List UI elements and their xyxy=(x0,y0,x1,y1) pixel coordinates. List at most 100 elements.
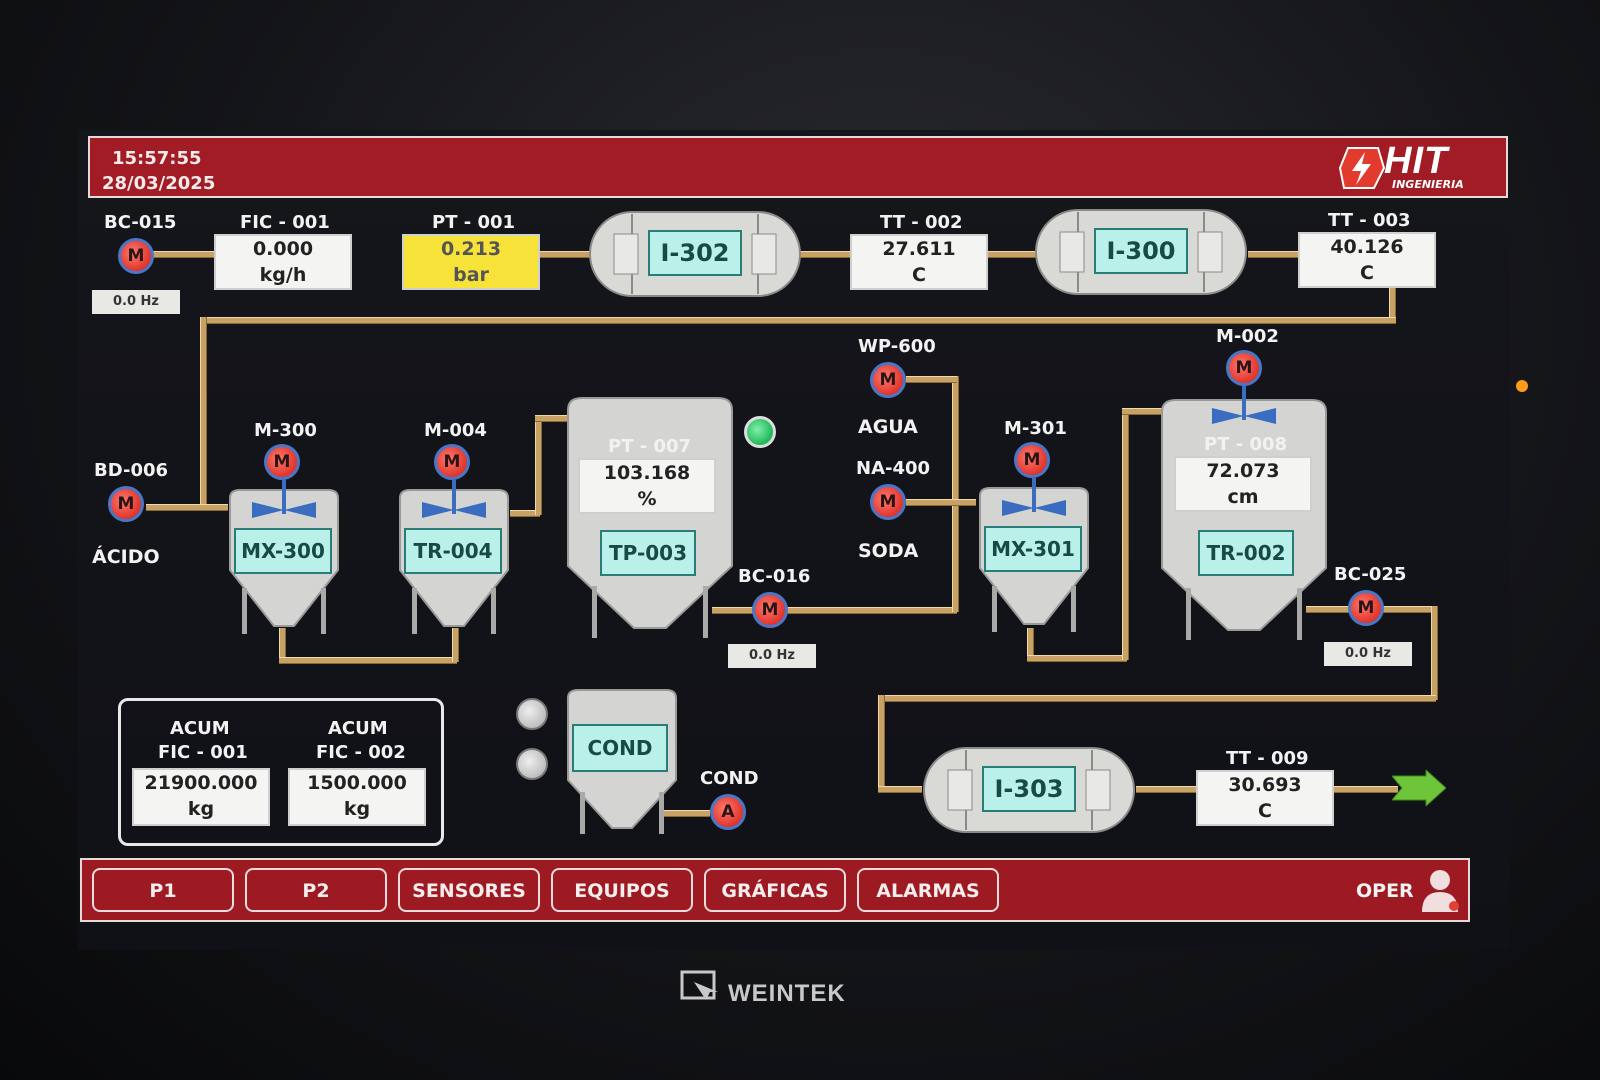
pipe xyxy=(200,317,207,509)
i300-tag[interactable]: I-300 xyxy=(1094,228,1188,274)
nav-button-sensores[interactable]: SENSORES xyxy=(398,868,540,912)
pipe xyxy=(200,317,1396,324)
pt007-display[interactable]: 103.168 % xyxy=(578,458,716,514)
weintek-logo-icon xyxy=(680,970,718,1000)
wp600-motor-icon[interactable]: M xyxy=(870,362,906,398)
tt003-value: 40.126 xyxy=(1330,236,1404,258)
na400-motor-icon[interactable]: M xyxy=(870,484,906,520)
tr002-tag[interactable]: TR-002 xyxy=(1198,530,1294,576)
user-role-label[interactable]: OPER xyxy=(1356,880,1414,902)
pt001-label: PT - 001 xyxy=(432,212,516,233)
pt001-display[interactable]: 0.213 bar xyxy=(402,234,540,290)
tt003-unit: C xyxy=(1360,262,1374,284)
bc025-frequency: 0.0 Hz xyxy=(1324,642,1412,666)
acum1-display[interactable]: 21900.000 kg xyxy=(132,768,270,826)
fic001-value: 0.000 xyxy=(252,238,314,260)
indicator-light-off xyxy=(516,698,548,730)
pipe xyxy=(279,628,286,662)
nav-button-p2[interactable]: P2 xyxy=(245,868,387,912)
user-icon[interactable] xyxy=(1418,866,1462,914)
mx300-tag[interactable]: MX-300 xyxy=(234,528,332,574)
nav-button-p1[interactable]: P1 xyxy=(92,868,234,912)
m301-motor-icon[interactable]: M xyxy=(1014,442,1050,478)
mx301-tag[interactable]: MX-301 xyxy=(984,526,1082,572)
bd006-label: BD-006 xyxy=(94,460,169,481)
m002-label: M-002 xyxy=(1216,326,1279,347)
pt008-display[interactable]: 72.073 cm xyxy=(1174,456,1312,512)
bc015-frequency: 0.0 Hz xyxy=(92,290,180,314)
cond-label: COND xyxy=(700,768,759,789)
pipe xyxy=(1027,655,1127,662)
tt009-display[interactable]: 30.693 C xyxy=(1196,770,1334,826)
mx300-agitator-icon xyxy=(252,480,316,518)
tt003-label: TT - 003 xyxy=(1328,210,1411,231)
tr004-agitator-icon xyxy=(422,480,486,518)
pipe xyxy=(1389,288,1396,322)
header-bar: 15:57:55 28/03/2025 HIT INGENIERIA xyxy=(88,136,1508,198)
acum1-unit: kg xyxy=(187,798,215,820)
pipe xyxy=(1136,786,1198,793)
bc016-motor-icon[interactable]: M xyxy=(752,592,788,628)
indicator-light-off xyxy=(516,748,548,780)
cond-tag[interactable]: COND xyxy=(572,724,668,772)
acum1-label: ACUM xyxy=(170,718,230,739)
pipe xyxy=(540,251,590,258)
m004-label: M-004 xyxy=(424,420,487,441)
na400-label: NA-400 xyxy=(856,458,931,479)
pipe xyxy=(660,810,710,817)
bc016-label: BC-016 xyxy=(738,566,811,587)
i302-tag[interactable]: I-302 xyxy=(648,230,742,276)
acum2-unit: kg xyxy=(343,798,371,820)
pipe xyxy=(906,376,957,383)
pipe xyxy=(1122,408,1164,415)
pt001-value: 0.213 xyxy=(440,238,502,260)
tt002-label: TT - 002 xyxy=(880,212,963,233)
i303-tag[interactable]: I-303 xyxy=(982,766,1076,812)
tr004-tag[interactable]: TR-004 xyxy=(404,528,502,574)
m004-motor-icon[interactable]: M xyxy=(434,444,470,480)
pipe xyxy=(535,415,542,515)
tp003-tank-icon xyxy=(567,397,733,638)
tt002-display[interactable]: 27.611 C xyxy=(850,234,988,290)
nav-button-equipos[interactable]: EQUIPOS xyxy=(551,868,693,912)
nav-button-alarmas[interactable]: ALARMAS xyxy=(857,868,999,912)
tp003-tag[interactable]: TP-003 xyxy=(600,530,696,576)
pipe xyxy=(712,607,957,614)
mx301-agitator-icon xyxy=(1002,478,1066,516)
pipe xyxy=(150,251,220,258)
acum2-value: 1500.000 xyxy=(307,772,407,794)
pipe xyxy=(906,499,976,506)
logo-text: HIT xyxy=(1384,140,1449,182)
acum2-display[interactable]: 1500.000 kg xyxy=(288,768,426,826)
pipe xyxy=(535,415,575,422)
pipe xyxy=(878,695,885,791)
m300-motor-icon[interactable]: M xyxy=(264,444,300,480)
bolt-icon xyxy=(1338,147,1386,189)
pt008-value: 72.073 xyxy=(1206,460,1280,482)
m002-motor-icon[interactable]: M xyxy=(1226,350,1262,386)
fic001-label: FIC - 001 xyxy=(240,212,330,233)
pipe xyxy=(952,376,959,612)
bc015-motor-icon[interactable]: M xyxy=(118,238,154,274)
acum1-value: 21900.000 xyxy=(144,772,258,794)
tt009-value: 30.693 xyxy=(1228,774,1302,796)
acido-label: ÁCIDO xyxy=(92,546,160,568)
status-indicator-green xyxy=(744,416,776,448)
tt003-display[interactable]: 40.126 C xyxy=(1298,232,1436,288)
accumulators-panel xyxy=(118,698,444,846)
pipe xyxy=(878,695,1436,702)
bc016-frequency: 0.0 Hz xyxy=(728,644,816,668)
acum1-sublabel: FIC - 001 xyxy=(158,742,248,763)
tt002-unit: C xyxy=(912,264,926,286)
nav-button-graficas[interactable]: GRÁFICAS xyxy=(704,868,846,912)
bc025-motor-icon[interactable]: M xyxy=(1348,590,1384,626)
clock-time: 15:57:55 xyxy=(112,148,202,169)
device-brand: WEINTEK xyxy=(728,980,846,1007)
fic001-display[interactable]: 0.000 kg/h xyxy=(214,234,352,290)
flow-out-arrow-icon[interactable] xyxy=(1392,770,1446,806)
cond-actuator-icon[interactable]: A xyxy=(710,794,746,830)
tt002-value: 27.611 xyxy=(882,238,956,260)
bd006-motor-icon[interactable]: M xyxy=(108,486,144,522)
pipe xyxy=(146,504,228,511)
pipe xyxy=(1431,606,1438,700)
